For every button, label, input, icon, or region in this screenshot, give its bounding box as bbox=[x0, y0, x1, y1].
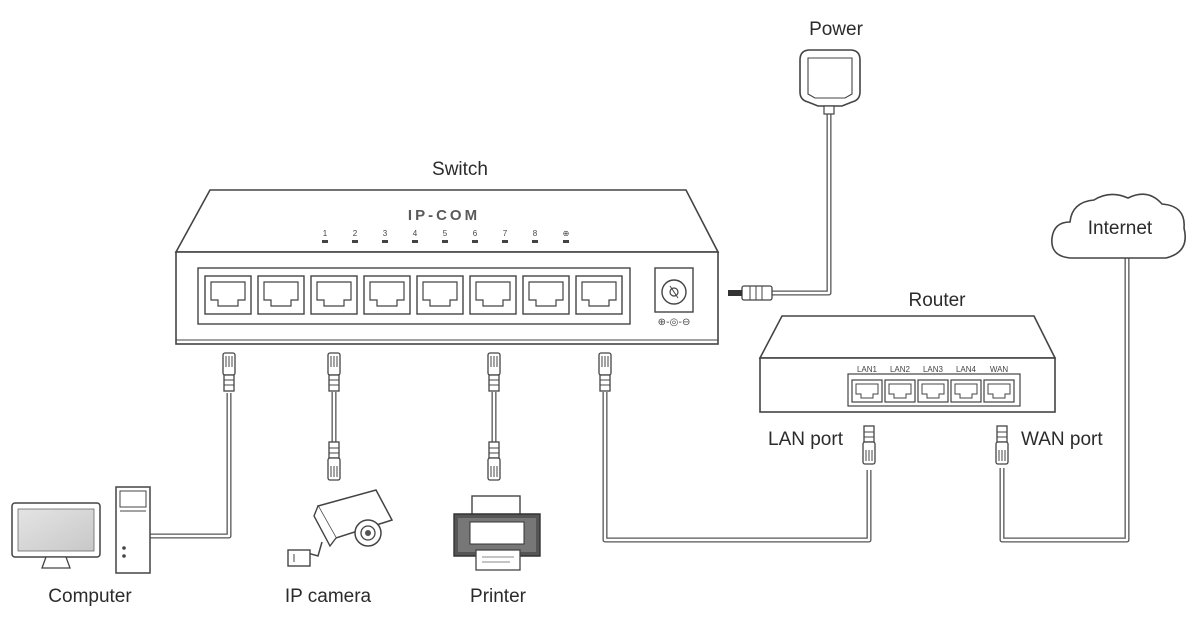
printer-label: Printer bbox=[470, 586, 527, 607]
switch-led-3: 3 bbox=[382, 229, 388, 243]
power-cable bbox=[770, 110, 832, 296]
router-port-lan3: LAN3 bbox=[923, 365, 944, 374]
switch-led-4: 4 bbox=[412, 229, 418, 243]
switch-led-2: 2 bbox=[352, 229, 358, 243]
switch-led-row: 1 2 3 4 5 6 7 8 ⊕ bbox=[322, 229, 569, 243]
router-port-lan4: LAN4 bbox=[956, 365, 977, 374]
wan-port-label: WAN port bbox=[1021, 429, 1103, 450]
printer-icon bbox=[453, 495, 541, 571]
switch-device: ⊕-◎-⊖ bbox=[174, 189, 720, 345]
lan-router-plug-icon bbox=[862, 425, 876, 465]
svg-text:5: 5 bbox=[443, 229, 448, 238]
svg-text:3: 3 bbox=[383, 229, 388, 238]
svg-text:1: 1 bbox=[323, 229, 328, 238]
camera-switch-plug-icon bbox=[327, 352, 341, 392]
svg-text:⊕-◎-⊖: ⊕-◎-⊖ bbox=[658, 317, 691, 328]
wan-cable bbox=[999, 258, 1130, 543]
lan-cable bbox=[602, 392, 872, 543]
internet-label: Internet bbox=[1088, 218, 1153, 239]
switch-led-5: 5 bbox=[442, 229, 448, 243]
wan-router-plug-icon bbox=[995, 425, 1009, 465]
power-label: Power bbox=[809, 19, 864, 40]
router-switch-plug-icon bbox=[598, 352, 612, 392]
switch-label: Switch bbox=[432, 159, 488, 180]
switch-led-6: 6 bbox=[472, 229, 478, 243]
computer-cable bbox=[150, 393, 232, 539]
router-port-wan: WAN bbox=[990, 365, 1009, 374]
svg-text:6: 6 bbox=[473, 229, 478, 238]
power-adapter-icon bbox=[728, 49, 861, 301]
router-port-lan1: LAN1 bbox=[857, 365, 878, 374]
svg-text:7: 7 bbox=[503, 229, 508, 238]
internet-cloud-icon bbox=[1051, 193, 1186, 259]
switch-brand-logo: IP-COM bbox=[408, 207, 480, 224]
switch-led-8: 8 bbox=[532, 229, 538, 243]
switch-led-1: 1 bbox=[322, 229, 328, 243]
camera-cable-plug-icon bbox=[327, 441, 341, 481]
router-label: Router bbox=[908, 290, 966, 311]
router-device bbox=[758, 315, 1057, 413]
ip-camera-label: IP camera bbox=[285, 586, 372, 607]
printer-cable-plug-icon bbox=[487, 441, 501, 481]
router-port-labels: LAN1 LAN2 LAN3 LAN4 WAN bbox=[857, 365, 1008, 374]
router-port-lan2: LAN2 bbox=[890, 365, 911, 374]
switch-led-power: ⊕ bbox=[563, 229, 570, 243]
lan-port-label: LAN port bbox=[768, 429, 844, 450]
svg-text:8: 8 bbox=[533, 229, 538, 238]
computer-icon bbox=[11, 486, 151, 574]
computer-switch-plug-icon bbox=[222, 352, 236, 392]
svg-text:2: 2 bbox=[353, 229, 358, 238]
svg-text:4: 4 bbox=[413, 229, 418, 238]
printer-switch-plug-icon bbox=[487, 352, 501, 392]
computer-label: Computer bbox=[48, 586, 132, 607]
ip-camera-icon bbox=[287, 489, 394, 567]
switch-led-7: 7 bbox=[502, 229, 508, 243]
svg-text:⊕: ⊕ bbox=[563, 229, 570, 238]
